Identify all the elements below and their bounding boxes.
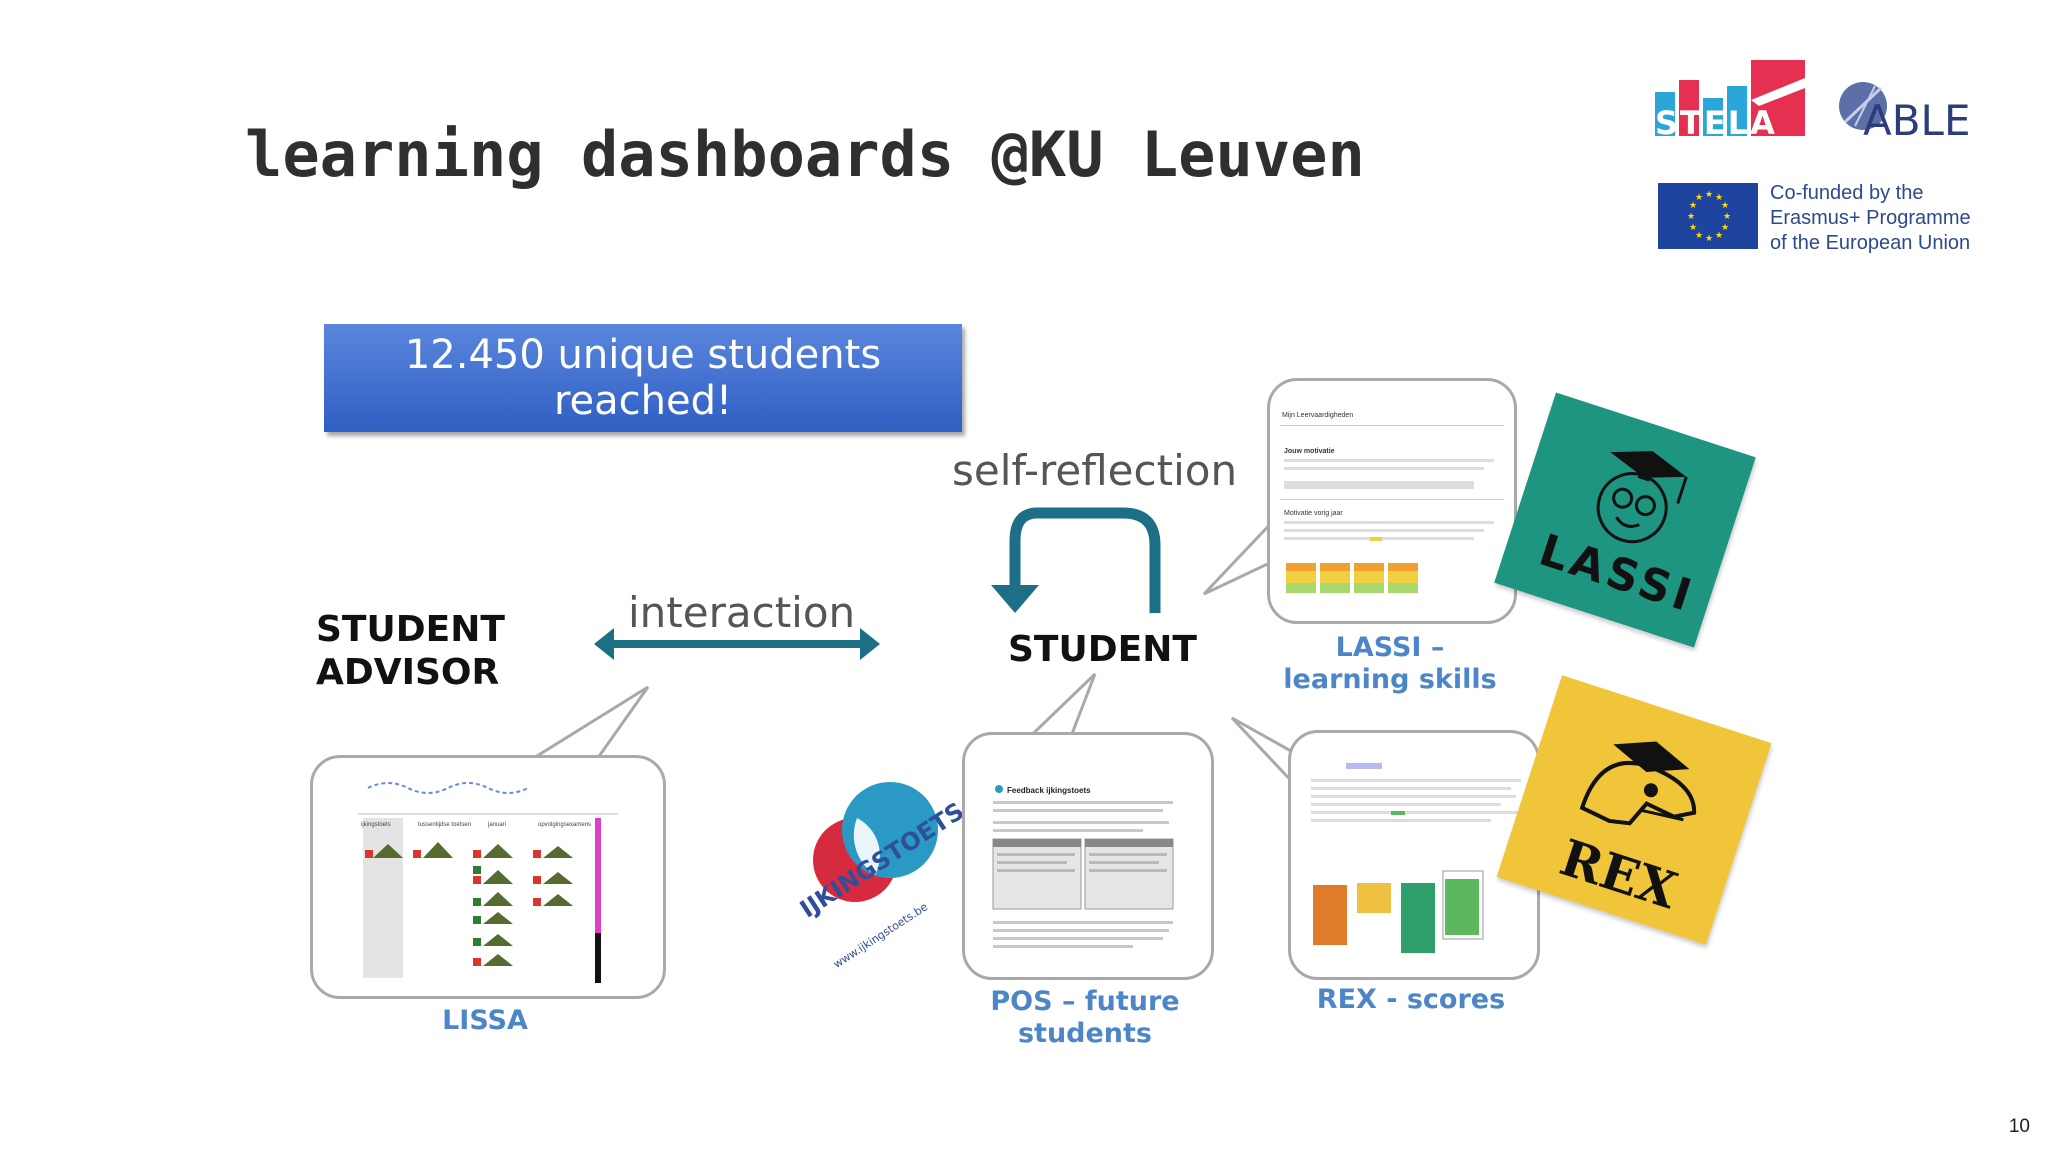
interaction-label: interaction: [628, 588, 856, 637]
students-reached-banner: 12.450 unique students reached!: [324, 324, 962, 432]
stela-logo-text: STELA: [1655, 104, 1777, 142]
rex-logo: REX: [1496, 675, 1772, 945]
slide-title: learning dashboards @KU Leuven: [245, 118, 1365, 191]
rex-caption: REX - scores: [1316, 984, 1506, 1015]
banner-line-1: 12.450 unique students: [404, 332, 882, 378]
svg-text:★: ★: [1695, 193, 1703, 203]
svg-text:★: ★: [1689, 201, 1697, 211]
svg-text:★: ★: [1715, 193, 1723, 203]
svg-text:★: ★: [1721, 201, 1729, 211]
svg-text:★: ★: [1705, 190, 1713, 200]
advisor-line-1: STUDENT: [316, 609, 505, 650]
lassi-screenshot-card: Mijn Leervaardigheden Jouw motivatie Mot…: [1267, 378, 1517, 624]
lassi-screen-header: Mijn Leervaardigheden: [1282, 412, 1353, 419]
page-number: 10: [2008, 1116, 2030, 1137]
able-logo: ABLE: [1835, 78, 1975, 145]
eu-line-2: Erasmus+ Programme: [1770, 207, 1971, 229]
lassi-caption-line-1: LASSI –: [1335, 632, 1445, 663]
student-advisor-label: STUDENT ADVISOR: [316, 608, 505, 694]
banner-line-2: reached!: [553, 378, 733, 424]
svg-text:★: ★: [1687, 212, 1695, 222]
svg-text:★: ★: [1705, 234, 1713, 244]
pos-caption-line-1: POS – future: [990, 986, 1180, 1017]
lissa-col-3: januari: [487, 822, 506, 828]
svg-text:★: ★: [1721, 223, 1729, 233]
advisor-line-2: ADVISOR: [316, 652, 500, 693]
pos-screenshot-card: Feedback ijkingstoets: [962, 732, 1214, 980]
self-reflection-label: self-reflection: [952, 446, 1238, 495]
ijkingstoets-logo: IJKINGSTOETS www.ijkingstoets.be: [765, 760, 975, 971]
eu-line-3: of the European Union: [1770, 232, 1971, 254]
able-logo-text: ABLE: [1863, 96, 1971, 145]
lassi-logo: LASSI: [1494, 392, 1756, 648]
pos-caption: POS – future students: [980, 986, 1190, 1050]
svg-text:★: ★: [1689, 223, 1697, 233]
self-reflection-arrow: [991, 507, 1161, 613]
lassi-screen-section-1: Jouw motivatie: [1284, 448, 1335, 455]
svg-text:★: ★: [1723, 212, 1731, 222]
interaction-arrow: [594, 628, 880, 660]
lissa-caption: LISSA: [442, 1005, 528, 1036]
eu-flag: ★★★ ★★★ ★★★ ★★★: [1658, 183, 1758, 249]
lassi-screen-section-2: Motivatie vorig jaar: [1284, 510, 1343, 517]
stela-logo: STELA: [1655, 60, 1805, 142]
pos-caption-line-2: students: [1017, 1018, 1153, 1049]
pos-screen-header: Feedback ijkingstoets: [1007, 786, 1091, 795]
svg-text:★: ★: [1695, 231, 1703, 241]
lissa-screenshot-card: ijkingstoets tussentijdse toetsen januar…: [310, 755, 666, 999]
lassi-caption-line-2: learning skills: [1283, 664, 1497, 695]
lissa-col-4: opvolgingsexamens: [538, 822, 591, 828]
eu-line-1: Co-funded by the: [1770, 182, 1924, 204]
lissa-col-2: tussentijdse toetsen: [418, 822, 471, 828]
student-label: STUDENT: [1008, 629, 1197, 670]
rex-screenshot-card: [1288, 730, 1540, 980]
lassi-caption: LASSI – learning skills: [1268, 632, 1512, 696]
svg-text:★: ★: [1715, 231, 1723, 241]
eu-cofunded-text: Co-funded by the Erasmus+ Programme of t…: [1770, 181, 1971, 256]
lissa-col-1: ijkingstoets: [361, 822, 391, 828]
